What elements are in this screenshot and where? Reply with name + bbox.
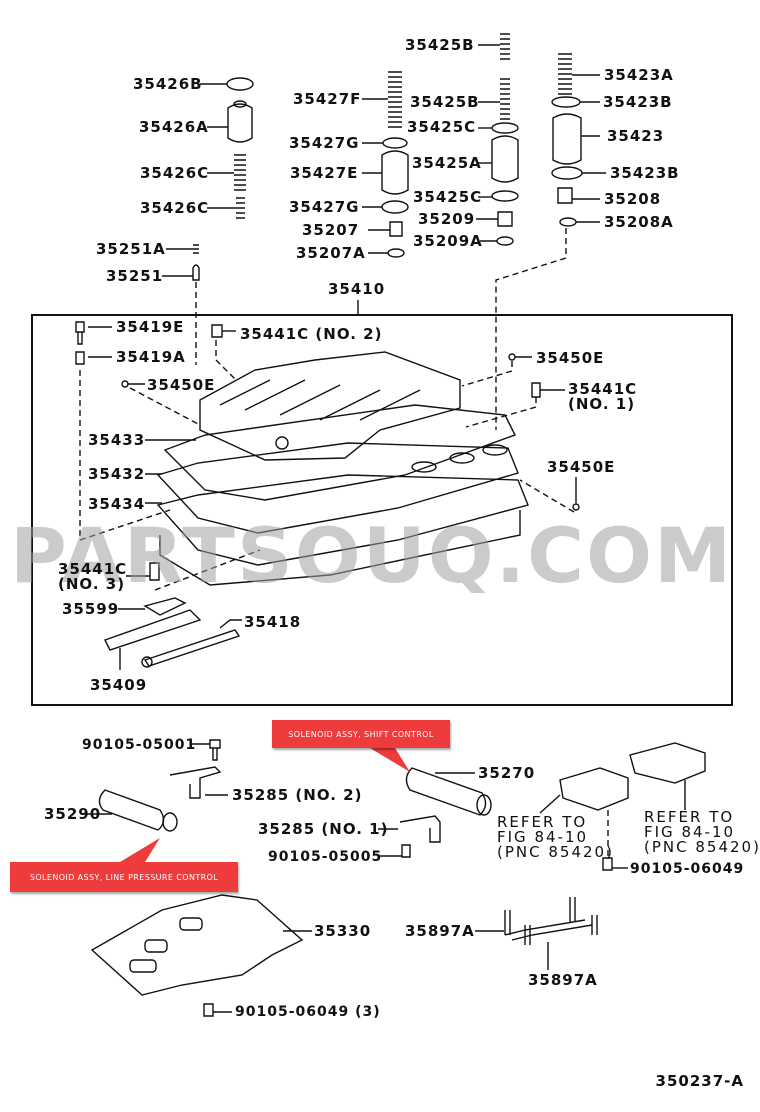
- label-35426C-bottom[interactable]: 35426C: [140, 199, 210, 217]
- label-35270[interactable]: 35270: [478, 764, 536, 782]
- frame-leaders: [75, 321, 580, 670]
- label-35426A[interactable]: 35426A: [139, 118, 209, 136]
- label-35434[interactable]: 35434: [88, 495, 146, 513]
- label-35251[interactable]: 35251: [106, 267, 164, 285]
- strainer-group: [90, 894, 598, 1017]
- part-35251-group: [162, 244, 200, 365]
- label-35423[interactable]: 35423: [607, 127, 665, 145]
- label-35599[interactable]: 35599: [62, 600, 120, 618]
- part-35423-group: [495, 53, 606, 430]
- label-35425B[interactable]: 35425B: [410, 93, 480, 111]
- label-refer-fig-84-10-left[interactable]: REFER TO FIG 84-10 (PNC 85420): [497, 813, 614, 861]
- label-35410-assembly[interactable]: 35410: [328, 280, 386, 298]
- label-35419A[interactable]: 35419A: [116, 348, 186, 366]
- label-35418[interactable]: 35418: [244, 613, 302, 631]
- label-35897A-bottom[interactable]: 35897A: [528, 971, 598, 989]
- label-35427F[interactable]: 35427F: [293, 90, 362, 108]
- label-35441C-no2[interactable]: 35441C (NO. 2): [240, 325, 383, 343]
- lower-parts: [82, 739, 706, 871]
- label-35208[interactable]: 35208: [604, 190, 662, 208]
- label-35423A[interactable]: 35423A: [604, 66, 674, 84]
- label-35427G-bottom[interactable]: 35427G: [289, 198, 360, 216]
- label-35207[interactable]: 35207: [302, 221, 360, 239]
- assembly-frame: [31, 314, 733, 706]
- label-35897A-left[interactable]: 35897A: [405, 922, 475, 940]
- label-35426C-top[interactable]: 35426C: [140, 164, 210, 182]
- label-35427E[interactable]: 35427E: [290, 164, 359, 182]
- gasket-plates: [156, 404, 529, 586]
- label-35423B-bottom[interactable]: 35423B: [610, 164, 680, 182]
- callout-solenoid-shift-control[interactable]: SOLENOID ASSY, SHIFT CONTROL: [272, 720, 450, 748]
- label-refer-fig-84-10-right[interactable]: REFER TO FIG 84-10 (PNC 85420): [644, 808, 760, 856]
- label-35208A[interactable]: 35208A: [604, 213, 674, 231]
- label-35450E-middle[interactable]: 35450E: [547, 458, 616, 476]
- part-35425-group: [476, 33, 519, 246]
- label-90105-06049[interactable]: 90105-06049: [630, 861, 745, 877]
- callout-solenoid-line-pressure-control[interactable]: SOLENOID ASSY, LINE PRESSURE CONTROL: [10, 862, 238, 892]
- label-35209A[interactable]: 35209A: [413, 232, 483, 250]
- label-35423B-top[interactable]: 35423B: [603, 93, 673, 111]
- callout-pointer-line: [120, 838, 160, 862]
- label-35285-no2[interactable]: 35285 (NO. 2): [232, 786, 363, 804]
- valve-body-upper: [199, 351, 461, 461]
- part-35426-group: [200, 77, 254, 219]
- label-35251A[interactable]: 35251A: [96, 240, 166, 258]
- callout-pointer-shift: [370, 748, 410, 772]
- label-35209[interactable]: 35209: [418, 210, 476, 228]
- label-35207A[interactable]: 35207A: [296, 244, 366, 262]
- figure-id: 350237-A: [655, 1072, 744, 1090]
- label-35290[interactable]: 35290: [44, 805, 102, 823]
- label-35425C-top[interactable]: 35425C: [407, 118, 477, 136]
- label-35450E-left[interactable]: 35450E: [147, 376, 216, 394]
- label-35425B-top[interactable]: 35425B: [405, 36, 475, 54]
- label-90105-05001[interactable]: 90105-05001: [82, 737, 197, 753]
- label-35432[interactable]: 35432: [88, 465, 146, 483]
- label-35426B[interactable]: 35426B: [133, 75, 203, 93]
- label-35330[interactable]: 35330: [314, 922, 372, 940]
- label-35450E-right[interactable]: 35450E: [536, 349, 605, 367]
- part-35427-group: [362, 71, 409, 258]
- label-35441C-no1[interactable]: 35441C (NO. 1): [568, 380, 638, 413]
- label-35433[interactable]: 35433: [88, 431, 146, 449]
- label-35425C-bottom[interactable]: 35425C: [413, 188, 483, 206]
- label-90105-05005[interactable]: 90105-05005: [268, 849, 383, 865]
- label-35425A[interactable]: 35425A: [412, 154, 482, 172]
- label-35441C-no3[interactable]: 35441C (NO. 3): [58, 560, 128, 593]
- label-35285-no1[interactable]: 35285 (NO. 1): [258, 820, 389, 838]
- label-35427G-top[interactable]: 35427G: [289, 134, 360, 152]
- label-90105-06049-qty3[interactable]: 90105-06049 (3): [235, 1004, 381, 1020]
- label-35409[interactable]: 35409: [90, 676, 148, 694]
- label-35419E[interactable]: 35419E: [116, 318, 185, 336]
